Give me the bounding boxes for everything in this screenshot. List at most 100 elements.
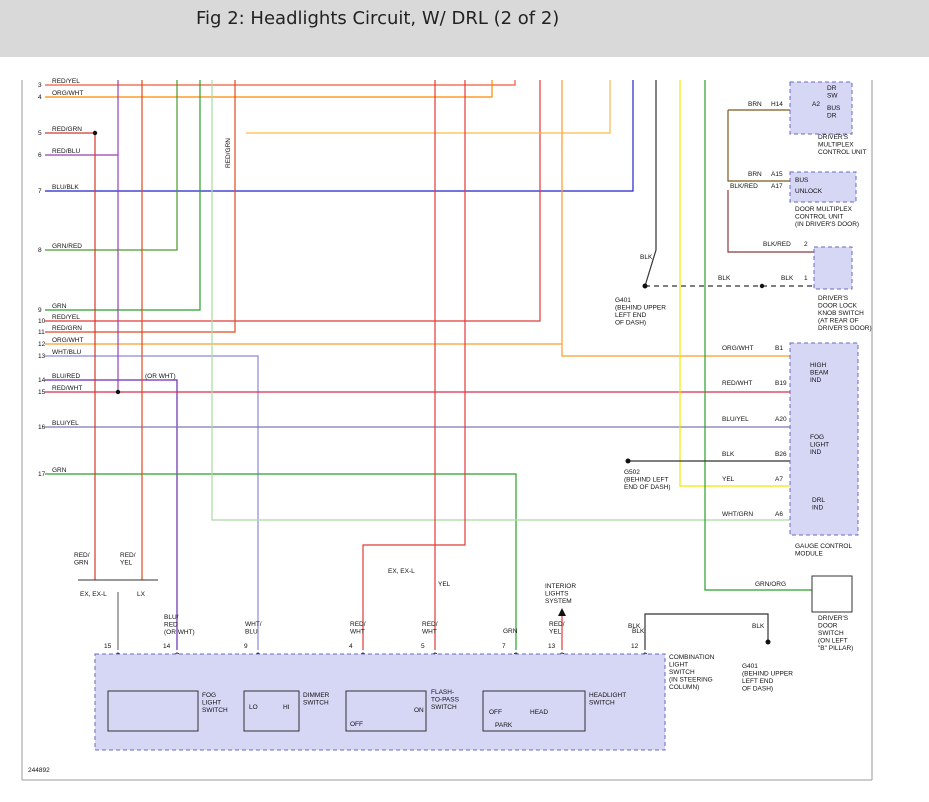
component-label: ON bbox=[414, 707, 424, 714]
wire-7 bbox=[45, 80, 634, 192]
label-line: A6 bbox=[775, 511, 783, 518]
wire-label: RED/GRN bbox=[52, 126, 82, 133]
label-line: LO bbox=[249, 704, 258, 711]
component-label: PARK bbox=[495, 722, 513, 729]
pin-label: 2 bbox=[804, 241, 808, 248]
label-line: 13 bbox=[38, 353, 46, 360]
label-line: 15 bbox=[104, 643, 112, 650]
label-line: BRN bbox=[748, 101, 762, 108]
wire-label: BLU/YEL bbox=[722, 416, 749, 423]
wire-3 bbox=[45, 80, 516, 86]
label-line: G401 bbox=[615, 297, 631, 304]
component-label: OFF bbox=[350, 721, 363, 728]
switch-pin-number: 14 bbox=[163, 643, 171, 650]
label-line: BLK/RED bbox=[763, 241, 791, 248]
component-label: LO bbox=[249, 704, 258, 711]
label-line: SWITCH bbox=[818, 630, 844, 637]
wire-label: YEL bbox=[438, 581, 451, 588]
label-line: B19 bbox=[775, 380, 787, 387]
label-line: CONTROL UNIT bbox=[795, 213, 844, 220]
label-line: 5 bbox=[38, 130, 42, 137]
label-line: 7 bbox=[502, 643, 506, 650]
wire-label: (OR WHT) bbox=[145, 373, 176, 380]
label-line: 14 bbox=[163, 643, 171, 650]
label-line: OF DASH) bbox=[615, 319, 646, 326]
pin-number: 17 bbox=[38, 471, 46, 478]
label-line: 11 bbox=[38, 329, 45, 336]
label-line: BRN bbox=[748, 171, 762, 178]
label-line: RED/YEL bbox=[52, 314, 80, 321]
pin-number: 14 bbox=[38, 377, 46, 384]
switch-pin-number: 13 bbox=[548, 643, 556, 650]
wire-label: YEL bbox=[722, 476, 735, 483]
label-line: DR bbox=[827, 85, 837, 92]
gauge-pin-label: B1 bbox=[775, 345, 783, 352]
switch-pin-number: 7 bbox=[502, 643, 506, 650]
wire-label: WHT/GRN bbox=[722, 511, 753, 518]
junction-dot bbox=[759, 283, 765, 289]
label-line: KNOB SWITCH bbox=[818, 310, 864, 317]
label-line: LIGHT bbox=[810, 441, 829, 448]
fog-switch-box bbox=[107, 690, 199, 732]
label-line: EX, EX-L bbox=[388, 568, 415, 575]
switch-pin-wire: BLU/RED(OR WHT) bbox=[164, 614, 195, 636]
label-line: DOOR LOCK bbox=[818, 302, 858, 309]
wire-4 bbox=[45, 80, 493, 98]
label-line: 13 bbox=[548, 643, 556, 650]
label-line: (OR WHT) bbox=[164, 629, 195, 636]
switch-pin-number: 15 bbox=[104, 643, 112, 650]
switch-pin-wire: RED/YEL bbox=[549, 621, 565, 635]
ground-icon bbox=[642, 283, 648, 289]
label-line: BLK/RED bbox=[730, 183, 758, 190]
trim-label: EX, EX-L bbox=[80, 591, 107, 598]
label-line: 3 bbox=[38, 82, 42, 89]
label-line: 5 bbox=[421, 643, 425, 650]
label-line: RED bbox=[164, 621, 178, 628]
wire-17 bbox=[45, 473, 517, 650]
label-line: DRIVER'S bbox=[818, 295, 849, 302]
wire-label: BLK/RED bbox=[763, 241, 791, 248]
gauge-pin-label: A6 bbox=[775, 511, 783, 518]
label-line: LIGHTS bbox=[545, 590, 569, 597]
label-line: A20 bbox=[775, 416, 787, 423]
label-line: SWITCH bbox=[589, 699, 615, 706]
label-line: YEL bbox=[120, 559, 133, 566]
label-line: BLU/ bbox=[164, 614, 179, 621]
label-line: DOOR MULTIPLEX bbox=[795, 206, 853, 213]
wire-8 bbox=[45, 80, 178, 251]
component-label: HEAD bbox=[530, 709, 548, 716]
arrow-up-icon bbox=[558, 608, 566, 616]
junction-dot bbox=[115, 389, 121, 395]
wire-label: RED/WHT bbox=[52, 385, 82, 392]
label-line: DIMMER bbox=[303, 692, 330, 699]
pin-number: 13 bbox=[38, 353, 46, 360]
ground-icon bbox=[625, 458, 631, 464]
wire-brn-a15 bbox=[727, 110, 790, 182]
label-line: 14 bbox=[38, 377, 46, 384]
pin-label: H14 bbox=[771, 101, 783, 108]
wire-yel bbox=[679, 80, 790, 487]
wire-wht-grn bbox=[211, 80, 790, 521]
label-line: YEL bbox=[549, 628, 562, 635]
trim-label: EX, EX-L bbox=[388, 568, 415, 575]
label-line: RED/ bbox=[120, 552, 136, 559]
wire-label: RED/GRN bbox=[52, 325, 82, 332]
wire-org-wht-gauge bbox=[561, 344, 790, 357]
label-line: 12 bbox=[631, 643, 639, 650]
wire-label: ORG/WHT bbox=[722, 345, 753, 352]
label-line: YEL bbox=[722, 476, 735, 483]
switch-pin-number: 12 bbox=[631, 643, 639, 650]
label-line: (IN STEERING bbox=[669, 676, 713, 683]
label-line: B26 bbox=[775, 451, 787, 458]
label-line: H14 bbox=[771, 101, 783, 108]
switch-pin-number: 4 bbox=[349, 643, 353, 650]
label-line: END OF DASH) bbox=[624, 484, 671, 491]
